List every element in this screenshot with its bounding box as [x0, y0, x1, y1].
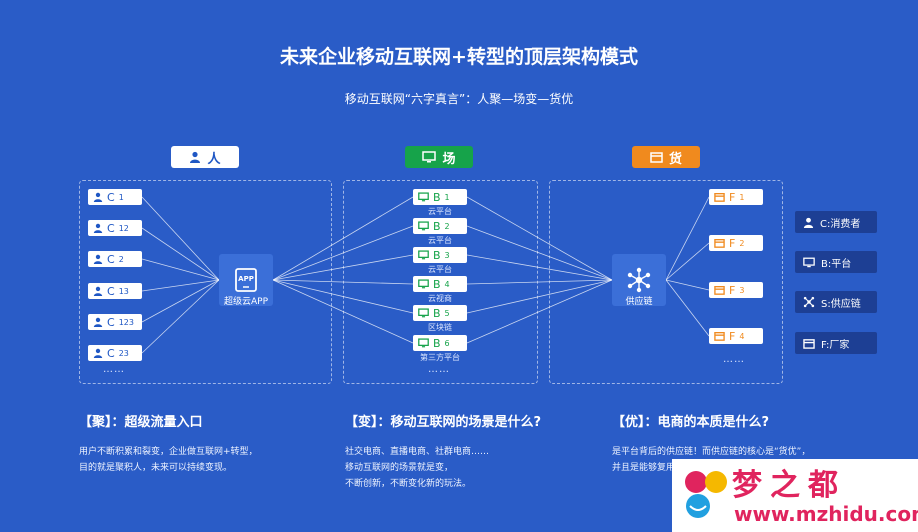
watermark-background: [672, 459, 918, 532]
watermark-name: 梦之都: [732, 468, 846, 503]
section-heading-change: 【变】：移动互联网的场景是什么?: [345, 415, 542, 430]
monitor-icon: [803, 257, 815, 267]
platform-label: 区块链: [428, 323, 452, 332]
factory-icon: [714, 332, 725, 341]
person-icon: [803, 217, 814, 228]
factory-icon: [803, 338, 815, 349]
people-panel: [79, 180, 332, 384]
factory-icon: [714, 193, 725, 202]
platform-label: 云平台: [428, 236, 452, 245]
legend-consumer: C:消费者: [795, 211, 877, 233]
platform-to-supply-line: [466, 254, 613, 281]
goods-header: 货: [632, 146, 700, 168]
legend-supply-chain: S:供应链: [795, 291, 877, 313]
monitor-icon: [418, 221, 429, 231]
person-icon: [93, 317, 103, 327]
monitor-icon: [418, 338, 429, 348]
section-body-optimize: 是平台背后的供应链！而供应链的核心是“货优”，并且是能够复用的: [612, 447, 811, 473]
goods-more: ……: [723, 354, 745, 365]
consumer-to-app-line: [141, 227, 220, 281]
people-more: ……: [103, 364, 125, 375]
app-hub: APP: [219, 254, 273, 306]
app-icon: APP: [235, 268, 257, 292]
monitor-icon: [418, 250, 429, 260]
consumer-to-app-line: [141, 258, 220, 281]
monitor-icon: [418, 192, 429, 202]
supply-to-factory-line: [665, 242, 710, 281]
person-icon: [93, 192, 103, 202]
watermark-logo-icon: [685, 471, 727, 518]
place-header: 场: [405, 146, 473, 168]
svg-text:APP: APP: [238, 275, 254, 283]
platform-to-supply-line: [466, 279, 613, 285]
page-title: 未来企业移动互联网+转型的顶层架构模式: [280, 46, 638, 68]
person-icon: [93, 223, 103, 233]
place-panel: [343, 180, 538, 384]
monitor-icon: [422, 151, 437, 163]
people-header: 人: [171, 146, 239, 168]
goods-header-label: 货: [668, 151, 682, 167]
supply-to-factory-line: [665, 279, 710, 337]
consumer-to-app-line: [141, 196, 220, 281]
factory-icon: [714, 286, 725, 295]
factory-icon: [650, 152, 663, 163]
monitor-icon: [418, 279, 429, 289]
section-heading-optimize: 【优】：电商的本质是什么?: [612, 415, 770, 430]
person-icon: [190, 151, 201, 163]
platform-to-supply-line: [466, 225, 613, 281]
legend-platform: B:平台: [795, 251, 877, 273]
section-heading-gather: 【聚】：超级流量入口: [79, 415, 203, 430]
platform-label: 云平台: [428, 207, 452, 216]
place-more: ……: [428, 364, 450, 375]
consumer-to-app-line: [141, 279, 220, 354]
supply-chain-label: 供应链: [625, 297, 653, 307]
platform-to-supply-line: [466, 279, 613, 314]
consumer-to-app-line: [141, 279, 220, 292]
section-body-change: 社交电商、直播电商、社群电商……移动互联网的场景就是变，不断创新，不断变化新的玩…: [345, 447, 490, 489]
legend-factory: F:厂家: [795, 332, 877, 354]
people-header-label: 人: [207, 151, 221, 167]
supply-chain-hub: [612, 254, 666, 306]
platform-label: 第三方平台: [420, 353, 460, 362]
app-hub-label: 超级云APP: [223, 297, 268, 307]
consumer-to-app-line: [141, 279, 220, 323]
section-body-gather: 用户不断积累和裂变，企业做互联网+转型，目的就是聚积人，未来可以持续变现。: [79, 447, 258, 473]
goods-panel: [549, 180, 783, 384]
supply-to-factory-line: [665, 196, 710, 281]
platform-label: 云平台: [428, 265, 452, 274]
network-icon: [627, 267, 651, 293]
page-subtitle: 移动互联网“六字真言”：人聚—场变—货优: [344, 92, 574, 106]
platform-to-supply-line: [466, 279, 613, 344]
place-header-label: 场: [442, 151, 456, 167]
network-icon: [803, 296, 815, 308]
person-icon: [93, 348, 103, 358]
person-icon: [93, 286, 103, 296]
watermark-url: www.mzhidu.com: [734, 502, 918, 526]
person-icon: [93, 254, 103, 264]
monitor-icon: [418, 308, 429, 318]
supply-to-factory-line: [665, 279, 710, 291]
factory-icon: [714, 239, 725, 248]
platform-to-supply-line: [466, 196, 613, 281]
platform-label: 云视商: [428, 294, 452, 303]
